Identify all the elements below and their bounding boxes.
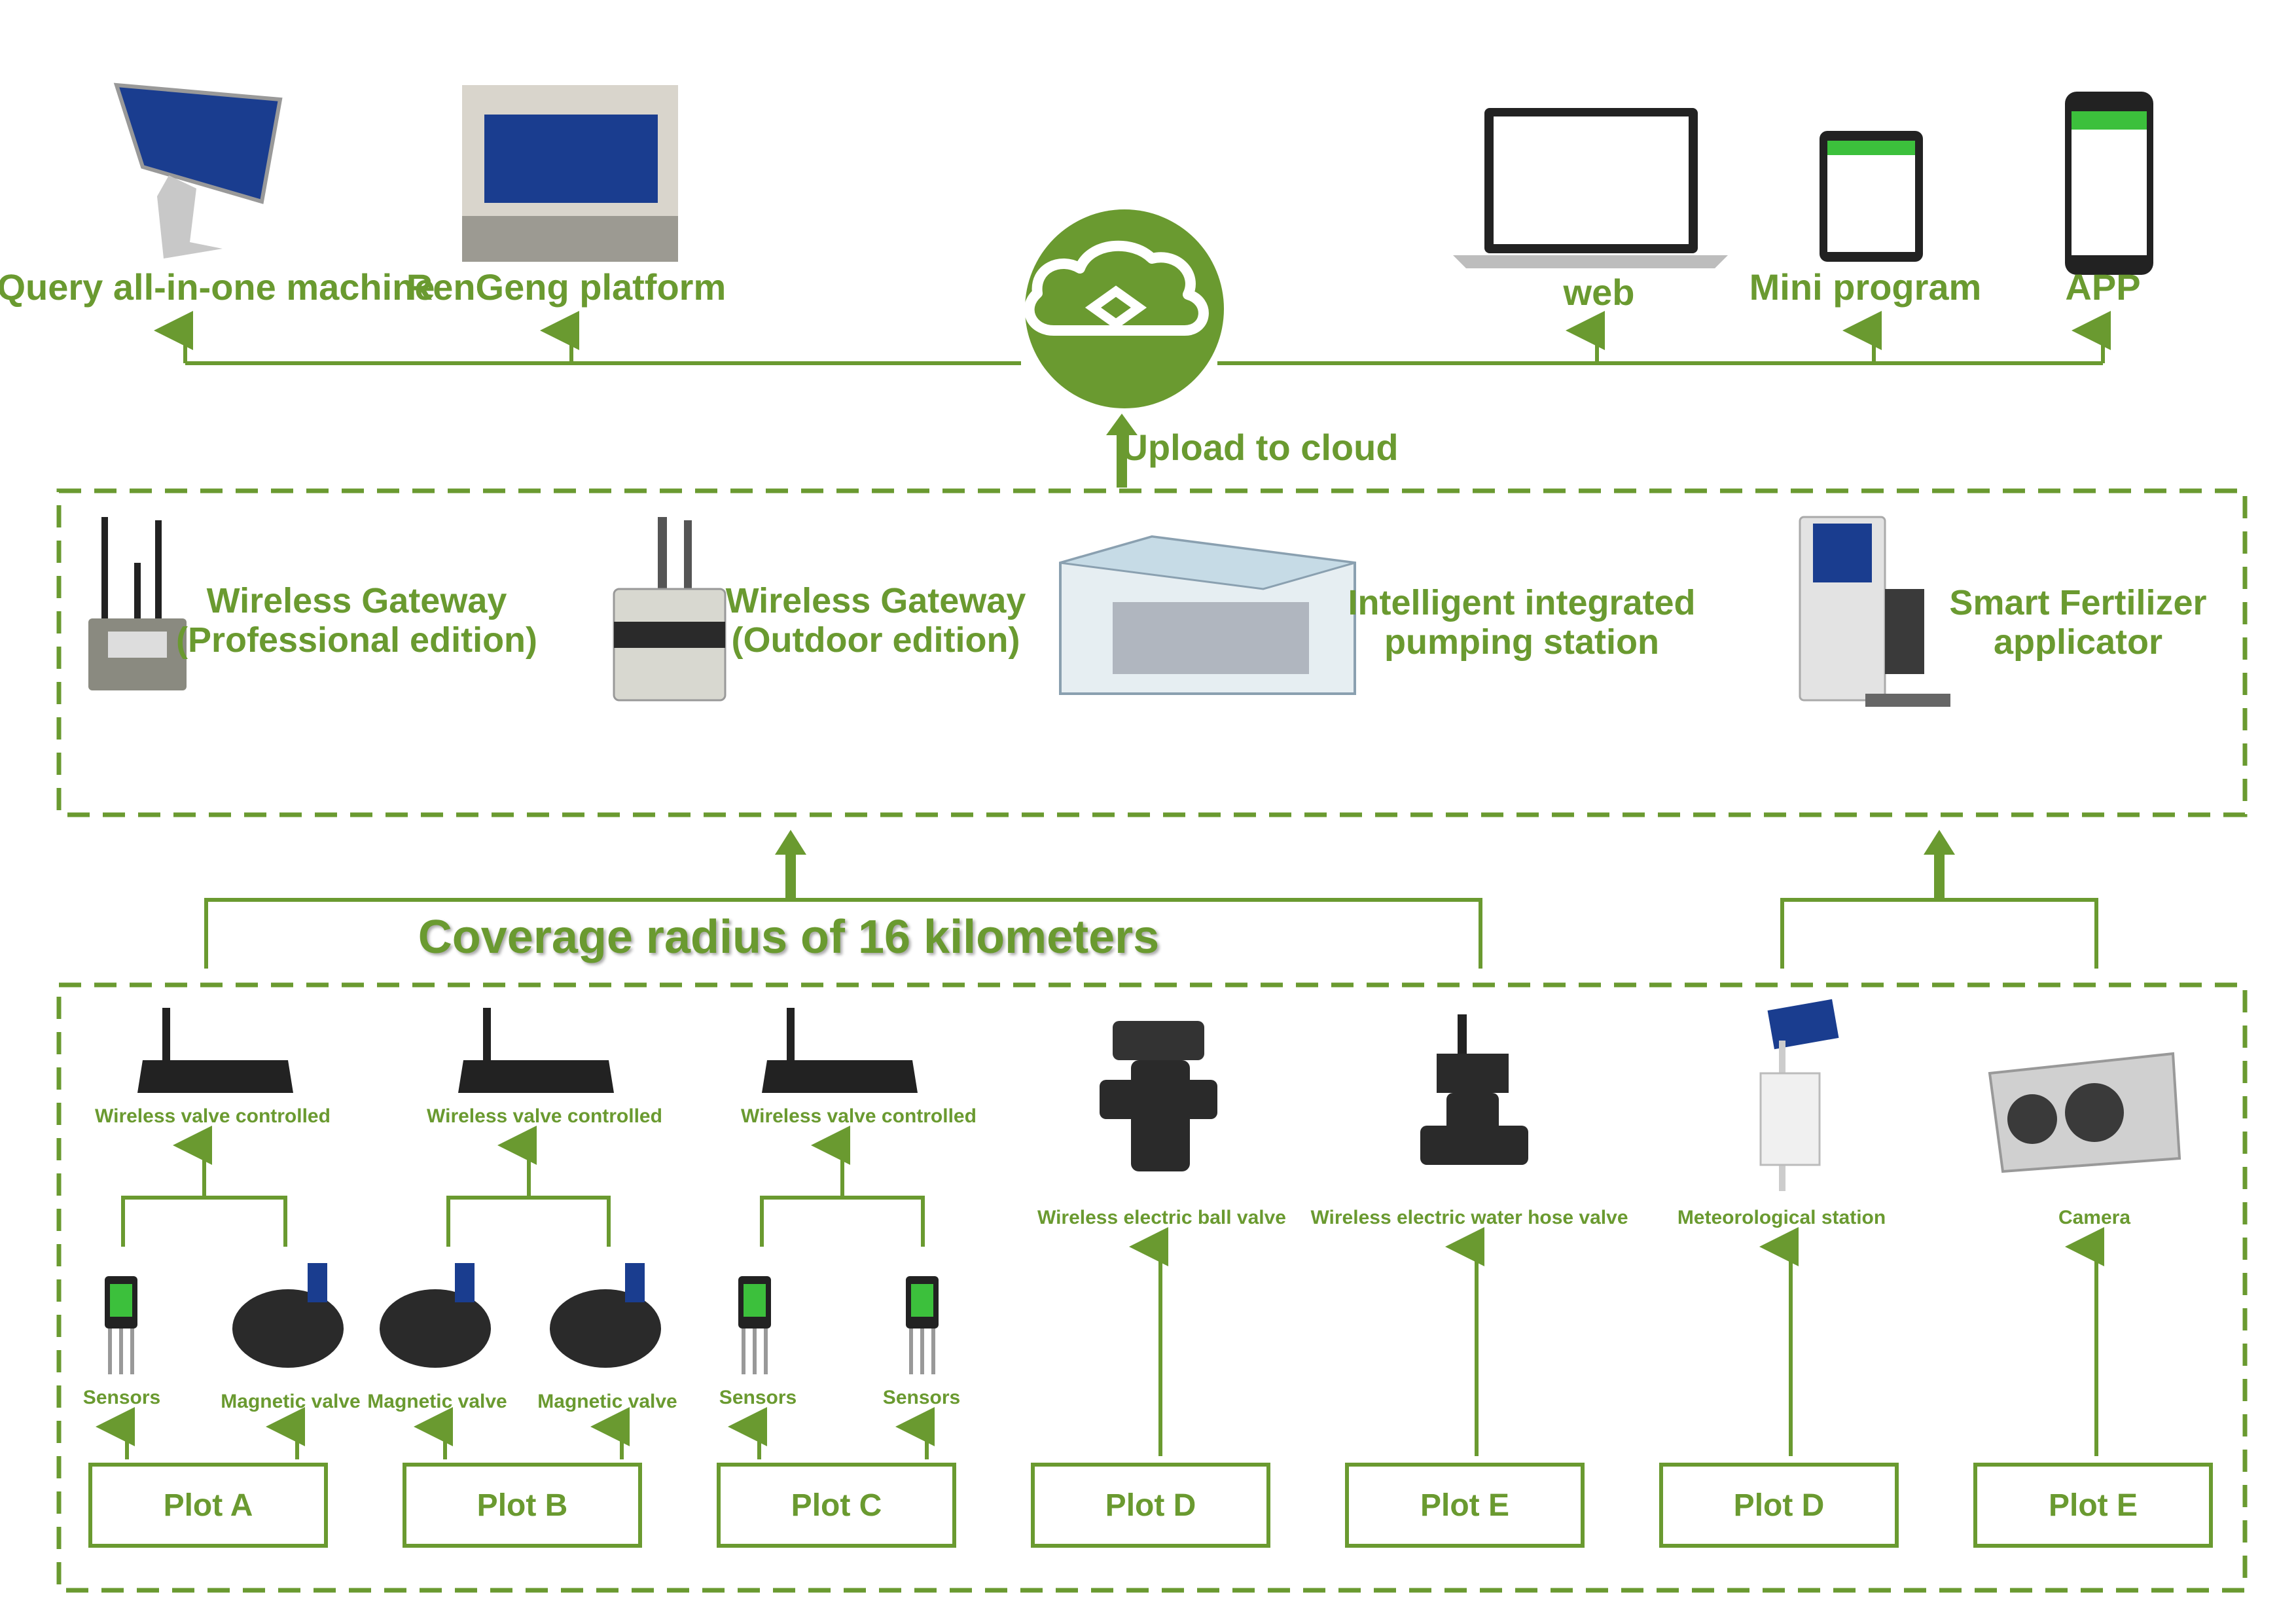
gateway-outdoor-image <box>613 517 726 702</box>
fertilizer-applicator-image <box>1799 516 1950 707</box>
endpoint-label-sensors-1: Sensors <box>82 1387 161 1408</box>
sensor-image-3 <box>906 1276 939 1374</box>
upload-arrow <box>1106 414 1138 488</box>
controller-brackets <box>121 1126 925 1247</box>
laptop-image <box>1453 108 1728 268</box>
gateway-pro-name: Wireless Gateway <box>206 581 507 620</box>
plot-box-d-2: Plot D <box>1659 1463 1899 1548</box>
camera-label: Camera <box>2058 1207 2131 1228</box>
valve-controller-label-3: Wireless valve controlled <box>741 1105 977 1127</box>
camera-image <box>1988 1052 2181 1173</box>
meteorological-station-image <box>1759 999 1839 1191</box>
gateway-pro-edition: (Professional edition) <box>175 620 538 660</box>
output-label-rengeng-platform: RenGeng platform <box>406 266 726 308</box>
valve-controller-label-2: Wireless valve controlled <box>427 1105 662 1127</box>
endpoint-label-sensors-3: Sensors <box>882 1387 961 1408</box>
ball-valve-image <box>1100 1021 1217 1171</box>
sensor-image-2 <box>738 1276 771 1374</box>
pumping-station-edition: pumping station <box>1384 622 1659 662</box>
plot-box-a: Plot A <box>88 1463 328 1548</box>
valve-controller-image-3 <box>762 1008 918 1093</box>
valve-controller-label-1: Wireless valve controlled <box>95 1105 331 1127</box>
valve-controller-image-1 <box>137 1008 293 1093</box>
fertilizer-applicator-name: Smart Fertilizer <box>1949 583 2207 622</box>
endpoint-label-magnetic-valve-3: Magnetic valve <box>537 1391 677 1412</box>
gateway-outdoor-edition: (Outdoor edition) <box>731 620 1020 660</box>
fertilizer-applicator-edition: applicator <box>1993 622 2163 662</box>
magnetic-valve-image-2 <box>380 1263 491 1368</box>
sensor-image-1 <box>105 1276 137 1374</box>
top-distribution-lines <box>154 311 2111 365</box>
output-label-query-machine: Query all-in-one machine <box>0 266 435 308</box>
gateway-outdoor-name: Wireless Gateway <box>725 581 1026 620</box>
ball-valve-label: Wireless electric ball valve <box>1037 1207 1286 1228</box>
rengeng-platform-image <box>462 85 678 262</box>
plot-box-e-1: Plot E <box>1345 1463 1585 1548</box>
pumping-station-name: Intelligent integrated <box>1348 583 1696 622</box>
plot-box-d-1: Plot D <box>1031 1463 1270 1548</box>
hose-valve-label: Wireless electric water hose valve <box>1310 1207 1628 1228</box>
coverage-arrows <box>775 830 1955 901</box>
endpoint-label-magnetic-valve-2: Magnetic valve <box>367 1391 507 1412</box>
plot-box-c: Plot C <box>717 1463 956 1548</box>
cloud-link-icon <box>1024 209 1224 408</box>
tablet-image <box>1820 131 1923 262</box>
gateway-pro-image <box>88 517 187 690</box>
magnetic-valve-image-1 <box>232 1263 344 1368</box>
query-kiosk-image <box>113 82 283 259</box>
plot-box-b: Plot B <box>403 1463 642 1548</box>
phone-image <box>2065 92 2153 275</box>
plot-box-e-2: Plot E <box>1973 1463 2213 1548</box>
magnetic-valve-image-3 <box>550 1263 661 1368</box>
field-layer-box <box>56 982 2248 1593</box>
coverage-label: Coverage radius of 16 kilometers <box>418 911 1160 963</box>
output-label-app: APP <box>2065 266 2141 308</box>
meteorological-station-label: Meteorological station <box>1677 1207 1886 1228</box>
endpoint-label-magnetic-valve-1: Magnetic valve <box>221 1391 361 1412</box>
hose-valve-image <box>1420 1014 1528 1165</box>
gateway-layer-box <box>56 488 2248 817</box>
output-label-web: web <box>1563 272 1635 313</box>
output-label-mini-program: Mini program <box>1749 266 1982 308</box>
upload-label: Upload to cloud <box>1121 427 1399 468</box>
valve-controller-image-2 <box>458 1008 614 1093</box>
plot-arrows <box>96 1227 2104 1459</box>
endpoint-label-sensors-2: Sensors <box>719 1387 797 1408</box>
pumping-station-image <box>1059 535 1356 695</box>
